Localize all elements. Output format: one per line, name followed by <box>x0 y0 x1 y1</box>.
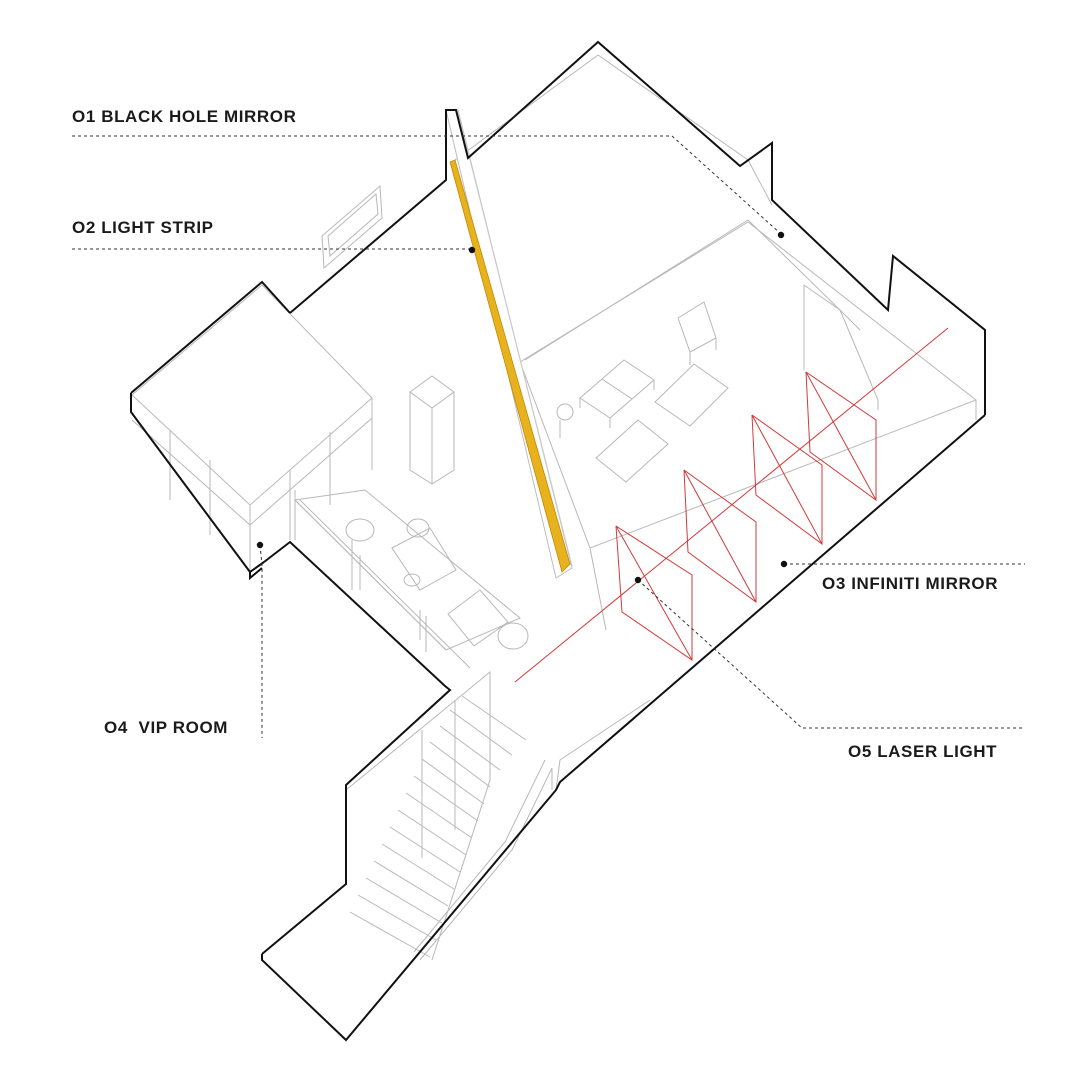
crate-2 <box>447 589 509 647</box>
callout-label-laser-light: O5 LASER LIGHT <box>848 742 998 761</box>
outline-stair-bottom <box>261 540 452 955</box>
table-3 <box>595 419 669 483</box>
outline-back-wall <box>289 40 986 415</box>
wall-window <box>321 184 383 270</box>
wall-window-inner <box>327 192 379 258</box>
bar-counter <box>293 489 521 651</box>
callout-dot-05 <box>634 576 642 584</box>
crate-1 <box>391 527 457 591</box>
laser-frame-3-diag <box>751 414 823 545</box>
callout-label-black-hole-mirror: O1 BLACK HOLE MIRROR <box>72 107 297 126</box>
round-table-3 <box>403 573 421 587</box>
callout-label-vip-room: O4 VIP ROOM <box>104 718 229 737</box>
laser-beam <box>514 327 949 683</box>
black-hole-mirror <box>445 109 573 579</box>
mirror-blade-face <box>457 111 573 567</box>
leader-04 <box>259 544 263 738</box>
interior-linework <box>131 54 978 961</box>
lower-floor-edge <box>555 699 651 791</box>
round-table-1 <box>345 518 375 542</box>
corridor-wall-line-2 <box>299 499 471 669</box>
cabinet-top <box>409 375 455 409</box>
callout-dots <box>256 231 788 584</box>
laser-frame-1-diag <box>615 525 693 661</box>
outline-right-edge <box>261 414 986 1042</box>
vip-glass-top-line <box>131 417 373 526</box>
bar-counter-front <box>294 499 447 651</box>
laser-frames <box>514 327 949 683</box>
laser-frame-2-diag <box>683 469 757 603</box>
callout-label-infiniti-mirror: O3 INFINITI MIRROR <box>822 574 999 593</box>
table-2 <box>654 363 729 427</box>
leader-05 <box>637 579 1025 729</box>
callout-dot-04 <box>256 541 264 549</box>
callout-label-light-strip: O2 LIGHT STRIP <box>72 218 214 237</box>
table-1-divider <box>601 378 633 400</box>
leader-01 <box>72 135 782 235</box>
callout-dot-02 <box>468 246 476 254</box>
infinity-box-back <box>803 284 879 410</box>
stair-handrail-2 <box>413 759 546 953</box>
light-strip-bar <box>449 159 571 573</box>
stair-handrail <box>419 767 553 961</box>
outline-vip-top <box>130 280 291 394</box>
stage-front-edge <box>589 547 607 631</box>
back-wall-inner-edge <box>454 54 773 206</box>
vip-box-top <box>131 284 373 506</box>
stair-treads <box>349 695 527 958</box>
dj-console <box>677 301 717 353</box>
callout-dot-03 <box>780 560 788 568</box>
stage-stool <box>556 403 574 421</box>
back-wall-inner-line <box>524 219 861 361</box>
laser-frame-4-diag <box>805 371 877 501</box>
outline-vip-front <box>249 567 263 581</box>
stage-platform <box>519 221 978 549</box>
outline-vip-block <box>130 393 265 574</box>
stair-side-wall <box>345 670 491 961</box>
round-table-4 <box>497 622 529 650</box>
callout-dot-01 <box>777 231 785 239</box>
plan-outline <box>130 40 986 1042</box>
leader-lines <box>72 135 1025 738</box>
